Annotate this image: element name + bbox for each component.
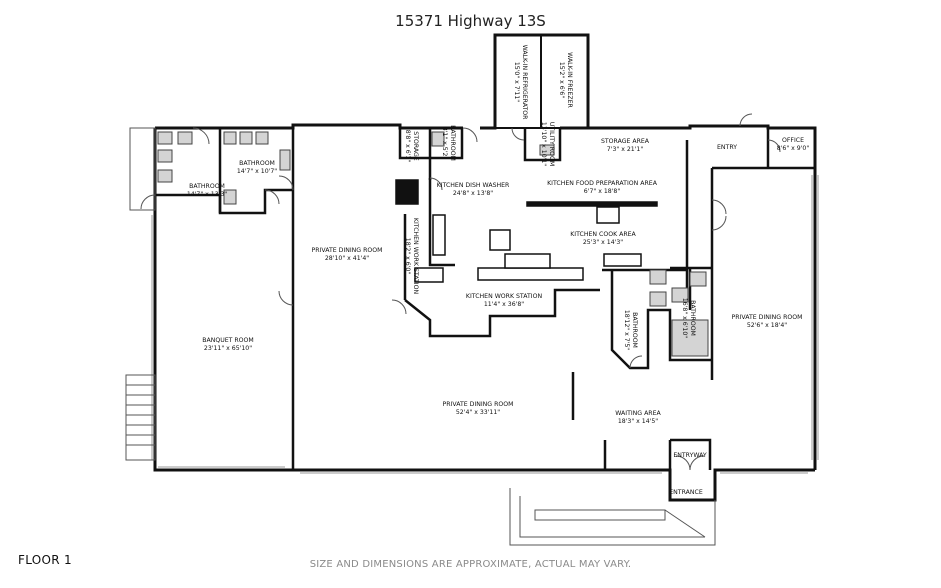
left-deck xyxy=(125,127,156,461)
entrance-ramp xyxy=(509,488,716,546)
doors xyxy=(140,113,781,471)
plan-title: 15371 Highway 13S xyxy=(395,12,546,30)
interior-walls xyxy=(155,125,815,470)
counters xyxy=(395,179,658,283)
disclaimer: SIZE AND DIMENSIONS ARE APPROXIMATE, ACT… xyxy=(309,559,632,570)
room-entrance: ENTRANCE xyxy=(669,489,703,496)
floor-label: FLOOR 1 xyxy=(18,553,72,567)
room-entryway: ENTRYWAY xyxy=(673,452,707,459)
windows xyxy=(151,175,819,474)
walk-in-coolers xyxy=(495,35,588,129)
room-entry: ENTRY xyxy=(717,144,737,151)
bathroom-fixtures xyxy=(157,131,709,357)
